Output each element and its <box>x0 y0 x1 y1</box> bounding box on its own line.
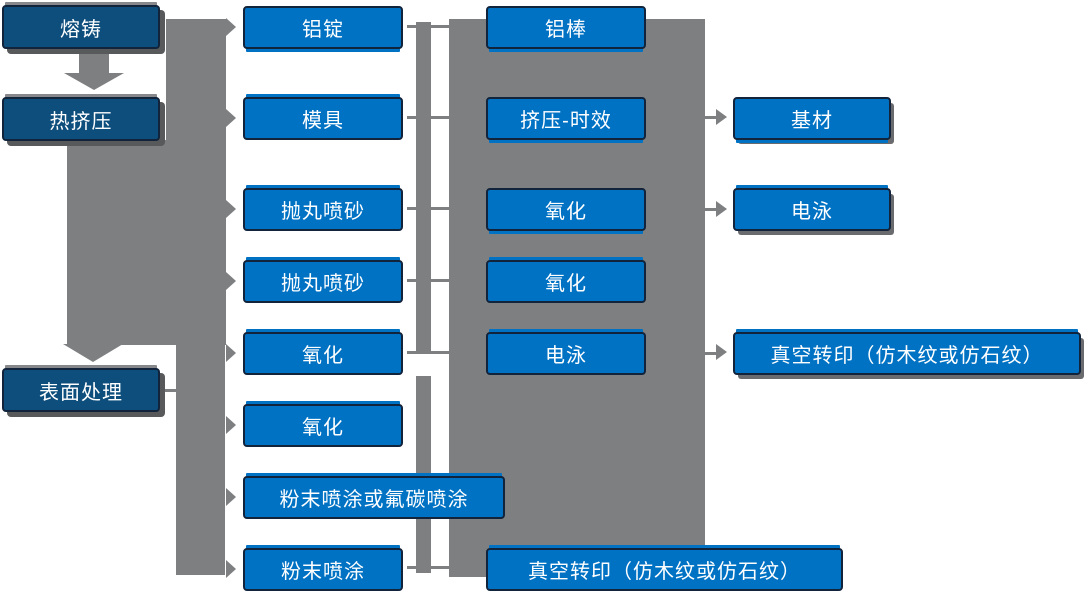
connector-line <box>407 116 449 119</box>
connector-trunk-bottom <box>176 345 225 575</box>
connector-trunk-left <box>67 140 167 345</box>
node-oxidation-4: 氧化 <box>486 260 646 303</box>
node-powder-or-fluorocarbon-coating: 粉末喷涂或氟碳喷涂 <box>243 476 505 519</box>
node-shot-blasting-2: 抛丸喷砂 <box>243 260 403 303</box>
connector-line <box>407 351 449 354</box>
arrow-down-icon <box>63 344 123 362</box>
arrow-down-icon <box>64 73 124 90</box>
arrow-right-icon <box>226 109 236 127</box>
node-vacuum-transfer-print-1: 真空转印（仿木纹或仿石纹） <box>486 548 843 591</box>
arrow-right-icon <box>226 488 236 506</box>
node-melting-casting: 熔铸 <box>2 5 160 49</box>
arrow-right-icon <box>716 109 727 125</box>
node-base-material: 基材 <box>733 97 891 140</box>
connector-line <box>407 25 449 28</box>
node-aluminum-rod: 铝棒 <box>486 6 646 49</box>
arrow-right-icon <box>226 560 236 578</box>
node-oxidation-2: 氧化 <box>243 404 403 447</box>
connector-line <box>407 566 449 569</box>
node-vacuum-transfer-print-2: 真空转印（仿木纹或仿石纹） <box>733 332 1081 375</box>
node-oxidation-3: 氧化 <box>486 188 646 231</box>
node-extrusion-aging: 挤压-时效 <box>486 97 646 140</box>
node-aluminum-ingot: 铝锭 <box>243 6 403 49</box>
node-surface-treatment: 表面处理 <box>2 368 160 412</box>
connector-bus-upper <box>416 22 431 354</box>
node-powder-coating: 粉末喷涂 <box>243 548 403 591</box>
connector-line <box>407 279 449 282</box>
node-electrophoresis-2: 电泳 <box>733 188 891 231</box>
connector-line <box>705 116 717 119</box>
arrow-right-icon <box>226 200 236 218</box>
node-electrophoresis-1: 电泳 <box>486 332 646 375</box>
connector-line <box>407 207 449 210</box>
arrow-right-icon <box>226 18 236 36</box>
connector-down-stem <box>79 49 109 75</box>
node-shot-blasting-1: 抛丸喷砂 <box>243 188 403 231</box>
node-mold: 模具 <box>243 97 403 140</box>
arrow-right-icon <box>226 272 236 290</box>
arrow-right-icon <box>716 201 727 217</box>
arrow-right-icon <box>226 416 236 434</box>
connector-trunk-top <box>166 19 226 345</box>
node-oxidation-1: 氧化 <box>243 332 403 375</box>
node-hot-extrusion: 热挤压 <box>2 97 160 141</box>
arrow-right-icon <box>716 344 727 360</box>
connector-line <box>160 389 177 392</box>
connector-line <box>705 352 717 355</box>
arrow-right-icon <box>226 344 236 362</box>
connector-line <box>705 208 717 211</box>
connector-bus-lower <box>416 376 431 573</box>
